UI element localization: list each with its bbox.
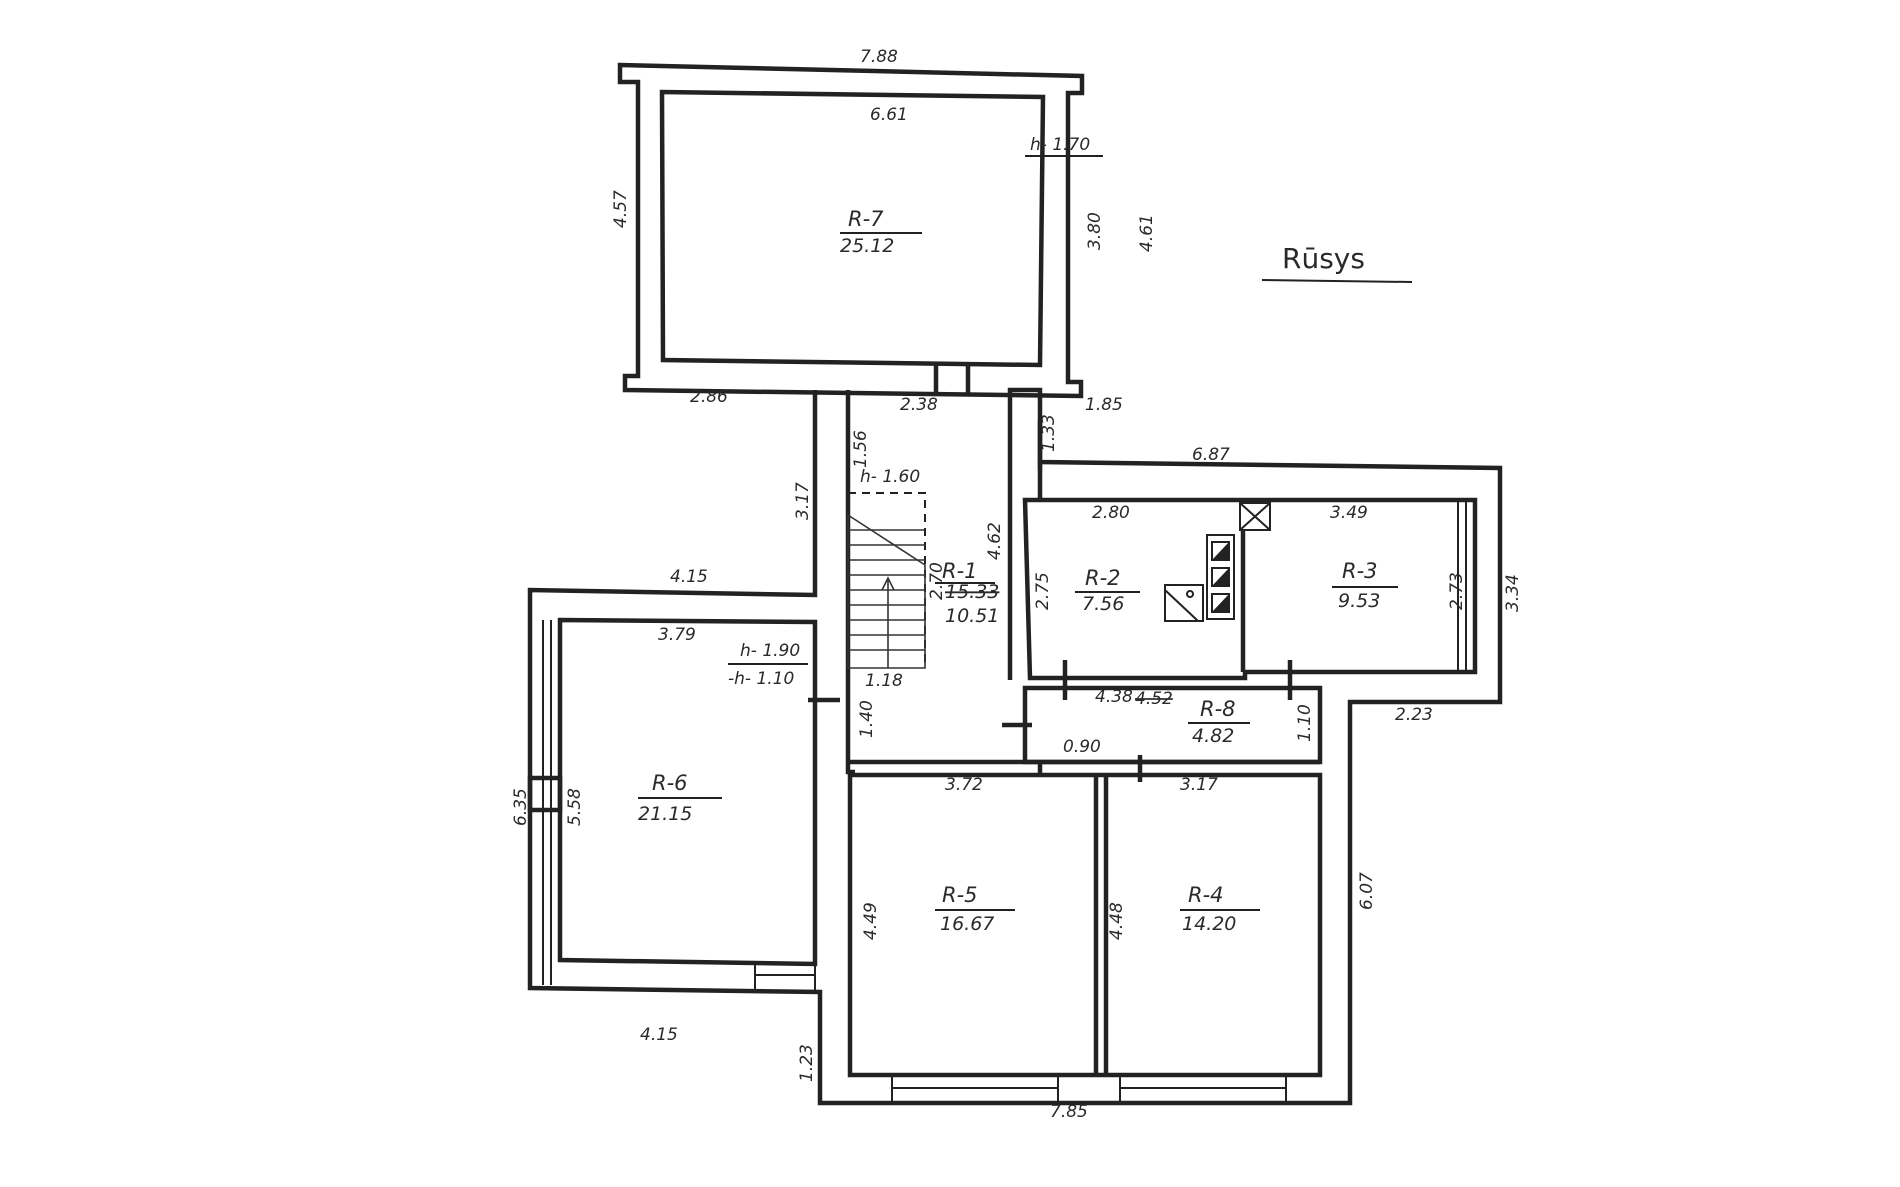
vent-fixture xyxy=(1239,502,1271,531)
dim-top-outer: 7.88 xyxy=(860,47,898,67)
room-area-r1-struck: 15.33 xyxy=(945,581,999,603)
dim-3-72: 3.72 xyxy=(945,775,983,795)
room-label-r8: R-8 xyxy=(1200,697,1236,721)
dim-2-38: 2.38 xyxy=(900,395,938,415)
height-note-r6-b: -h- 1.10 xyxy=(728,669,794,689)
room-r1-walls xyxy=(527,387,1503,1106)
dim-0-90: 0.90 xyxy=(1063,737,1101,757)
room-r6-walls xyxy=(527,617,840,990)
dim-r7-right: 4.61 xyxy=(1137,214,1157,252)
room-label-r7: R-7 xyxy=(848,207,884,231)
room-r7-walls xyxy=(617,62,1085,399)
dim-2-80: 2.80 xyxy=(1092,503,1130,523)
dim-4-62: 4.62 xyxy=(985,522,1005,560)
room-area-r4: 14.20 xyxy=(1182,913,1236,935)
dim-1-18: 1.18 xyxy=(865,671,903,691)
dim-5-58: 5.58 xyxy=(565,788,585,826)
room-area-r7: 25.12 xyxy=(840,235,894,257)
dim-r7-inner-height: 3.80 xyxy=(1085,212,1105,250)
room-area-r5: 16.67 xyxy=(940,913,994,935)
room-area-r1: 10.51 xyxy=(945,605,999,627)
room-area-r3: 9.53 xyxy=(1338,590,1380,612)
dim-2-75: 2.75 xyxy=(1033,572,1053,610)
height-note-r7: h- 1.70 xyxy=(1030,135,1090,155)
dim-r7-left: 4.57 xyxy=(611,190,631,228)
dim-2-86: 2.86 xyxy=(690,387,728,407)
room-area-r6: 21.15 xyxy=(638,803,692,825)
dim-6-87: 6.87 xyxy=(1192,445,1230,465)
dim-4-38: 4.38 xyxy=(1095,687,1133,707)
chimney-stack xyxy=(1206,534,1235,620)
dim-6-07: 6.07 xyxy=(1357,872,1377,910)
dim-1-56: 1.56 xyxy=(851,430,871,468)
dim-3-79: 3.79 xyxy=(658,625,696,645)
plan-title: Rūsys xyxy=(1282,242,1365,275)
room-label-r2: R-2 xyxy=(1085,566,1121,590)
dim-2-23: 2.23 xyxy=(1395,705,1433,725)
rooms-r5-r4-walls xyxy=(847,755,1323,1103)
height-note-r6-a: h- 1.90 xyxy=(740,641,800,661)
room-label-r6: R-6 xyxy=(652,771,688,795)
dim-4-15-lower: 4.15 xyxy=(640,1025,678,1045)
dim-2-70: 2.70 xyxy=(927,562,947,600)
room-label-r1: R-1 xyxy=(942,559,978,583)
dim-4-49: 4.49 xyxy=(861,902,881,940)
dim-3-17-upper: 3.17 xyxy=(793,482,813,520)
dim-4-15-upper: 4.15 xyxy=(670,567,708,587)
height-note-r1: h- 1.60 xyxy=(860,467,920,487)
room-area-r2: 7.56 xyxy=(1082,593,1124,615)
room-r8-walls xyxy=(1002,660,1323,765)
room-area-r8: 4.82 xyxy=(1192,725,1234,747)
dim-1-40: 1.40 xyxy=(857,700,877,738)
dim-3-49: 3.49 xyxy=(1330,503,1368,523)
dim-3-17-lower: 3.17 xyxy=(1180,775,1218,795)
dim-7-85: 7.85 xyxy=(1050,1102,1088,1122)
dim-1-33: 1.33 xyxy=(1039,414,1059,452)
room-label-r4: R-4 xyxy=(1188,883,1224,907)
dim-r7-inner-width: 6.61 xyxy=(870,105,908,125)
stove-fixture xyxy=(1164,584,1204,622)
dim-1-85: 1.85 xyxy=(1085,395,1123,415)
dim-1-10: 1.10 xyxy=(1295,704,1315,742)
dim-2-73: 2.73 xyxy=(1447,572,1467,610)
dim-4-52: 4.52 xyxy=(1135,689,1173,709)
dim-3-34: 3.34 xyxy=(1503,574,1523,612)
dim-6-35: 6.35 xyxy=(511,788,531,826)
title-underline xyxy=(1261,279,1413,283)
dim-1-23: 1.23 xyxy=(797,1044,817,1082)
room-label-r3: R-3 xyxy=(1342,559,1378,583)
room-label-r5: R-5 xyxy=(942,883,978,907)
stair xyxy=(847,492,926,669)
dim-4-48: 4.48 xyxy=(1107,902,1127,940)
